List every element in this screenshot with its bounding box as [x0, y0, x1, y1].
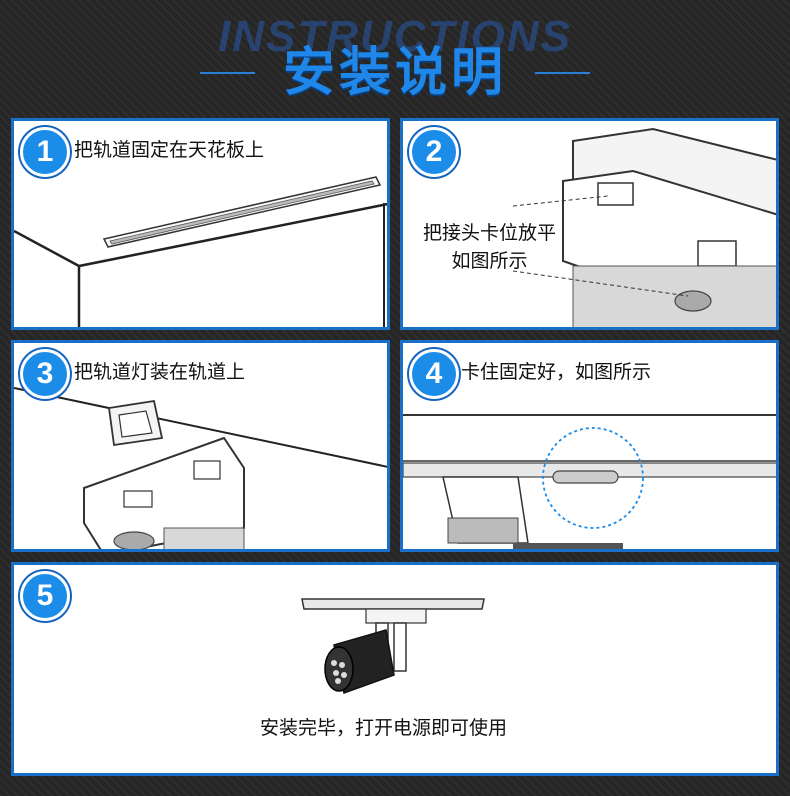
light-on-track-illustration — [14, 387, 387, 549]
locked-connector-illustration — [403, 414, 776, 549]
step-5-badge: 5 — [20, 571, 70, 621]
step-2-caption-line1: 把接头卡位放平 — [422, 222, 556, 244]
step-4-panel: 4 卡住固定好，如图所示 — [400, 340, 779, 552]
header-watermark: INSTRUCTIONS — [218, 12, 572, 61]
step-3-panel: 3 把轨道灯装在轨道上 — [11, 340, 390, 552]
step-1-panel: 1 把轨道固定在天花板上 — [11, 118, 390, 330]
step-3-badge: 3 — [20, 349, 70, 399]
step-4-caption: 卡住固定好，如图所示 — [461, 361, 652, 383]
step-4-badge: 4 — [409, 349, 459, 399]
step-1-badge: 1 — [20, 127, 70, 177]
ceiling-track-illustration — [14, 176, 387, 327]
header-divider-left — [200, 72, 255, 74]
step-1-caption: 把轨道固定在天花板上 — [74, 139, 265, 161]
step-3-caption: 把轨道灯装在轨道上 — [74, 361, 246, 383]
connector-illustration — [512, 127, 776, 327]
step-2-caption-line2: 如图所示 — [451, 250, 528, 272]
page-title: 安装说明 — [282, 43, 507, 103]
step-5-caption: 安装完毕，打开电源即可使用 — [260, 717, 508, 739]
step-2-panel: 2 把接头卡位放平 如图所示 — [400, 118, 779, 330]
header-divider-right — [535, 72, 590, 74]
track-light-illustration — [301, 598, 485, 694]
step-5-panel: 5 安装完毕，打开电源即可使用 — [11, 562, 779, 776]
header: INSTRUCTIONS 安装说明 — [0, 0, 790, 110]
step-2-caption: 把接头卡位放平 如图所示 — [407, 219, 572, 275]
step-2-badge: 2 — [409, 127, 459, 177]
